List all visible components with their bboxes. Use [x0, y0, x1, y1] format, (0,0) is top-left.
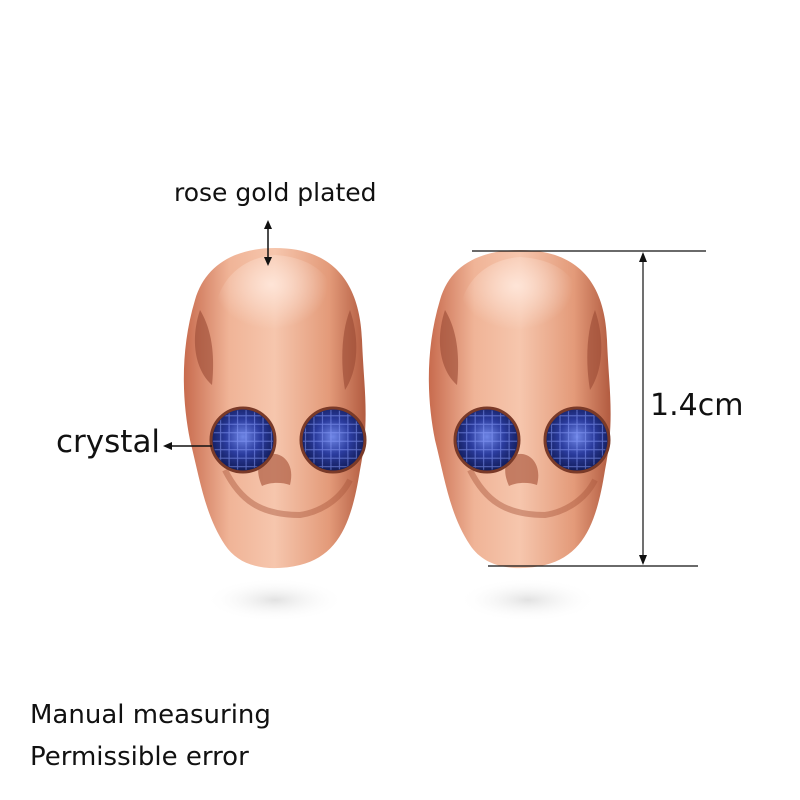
crystal-label: crystal [56, 424, 161, 460]
size-label: 1.4cm [650, 388, 744, 423]
note-manual-measuring: Manual measuring [30, 700, 271, 730]
material-arrow [264, 220, 272, 266]
measurement-guide [472, 250, 706, 567]
crystal-arrow [163, 442, 212, 450]
right-skull-earring [428, 250, 611, 622]
note-permissible-error: Permissible error [30, 742, 249, 772]
material-label: rose gold plated [174, 178, 377, 207]
left-skull-earring [183, 248, 367, 622]
